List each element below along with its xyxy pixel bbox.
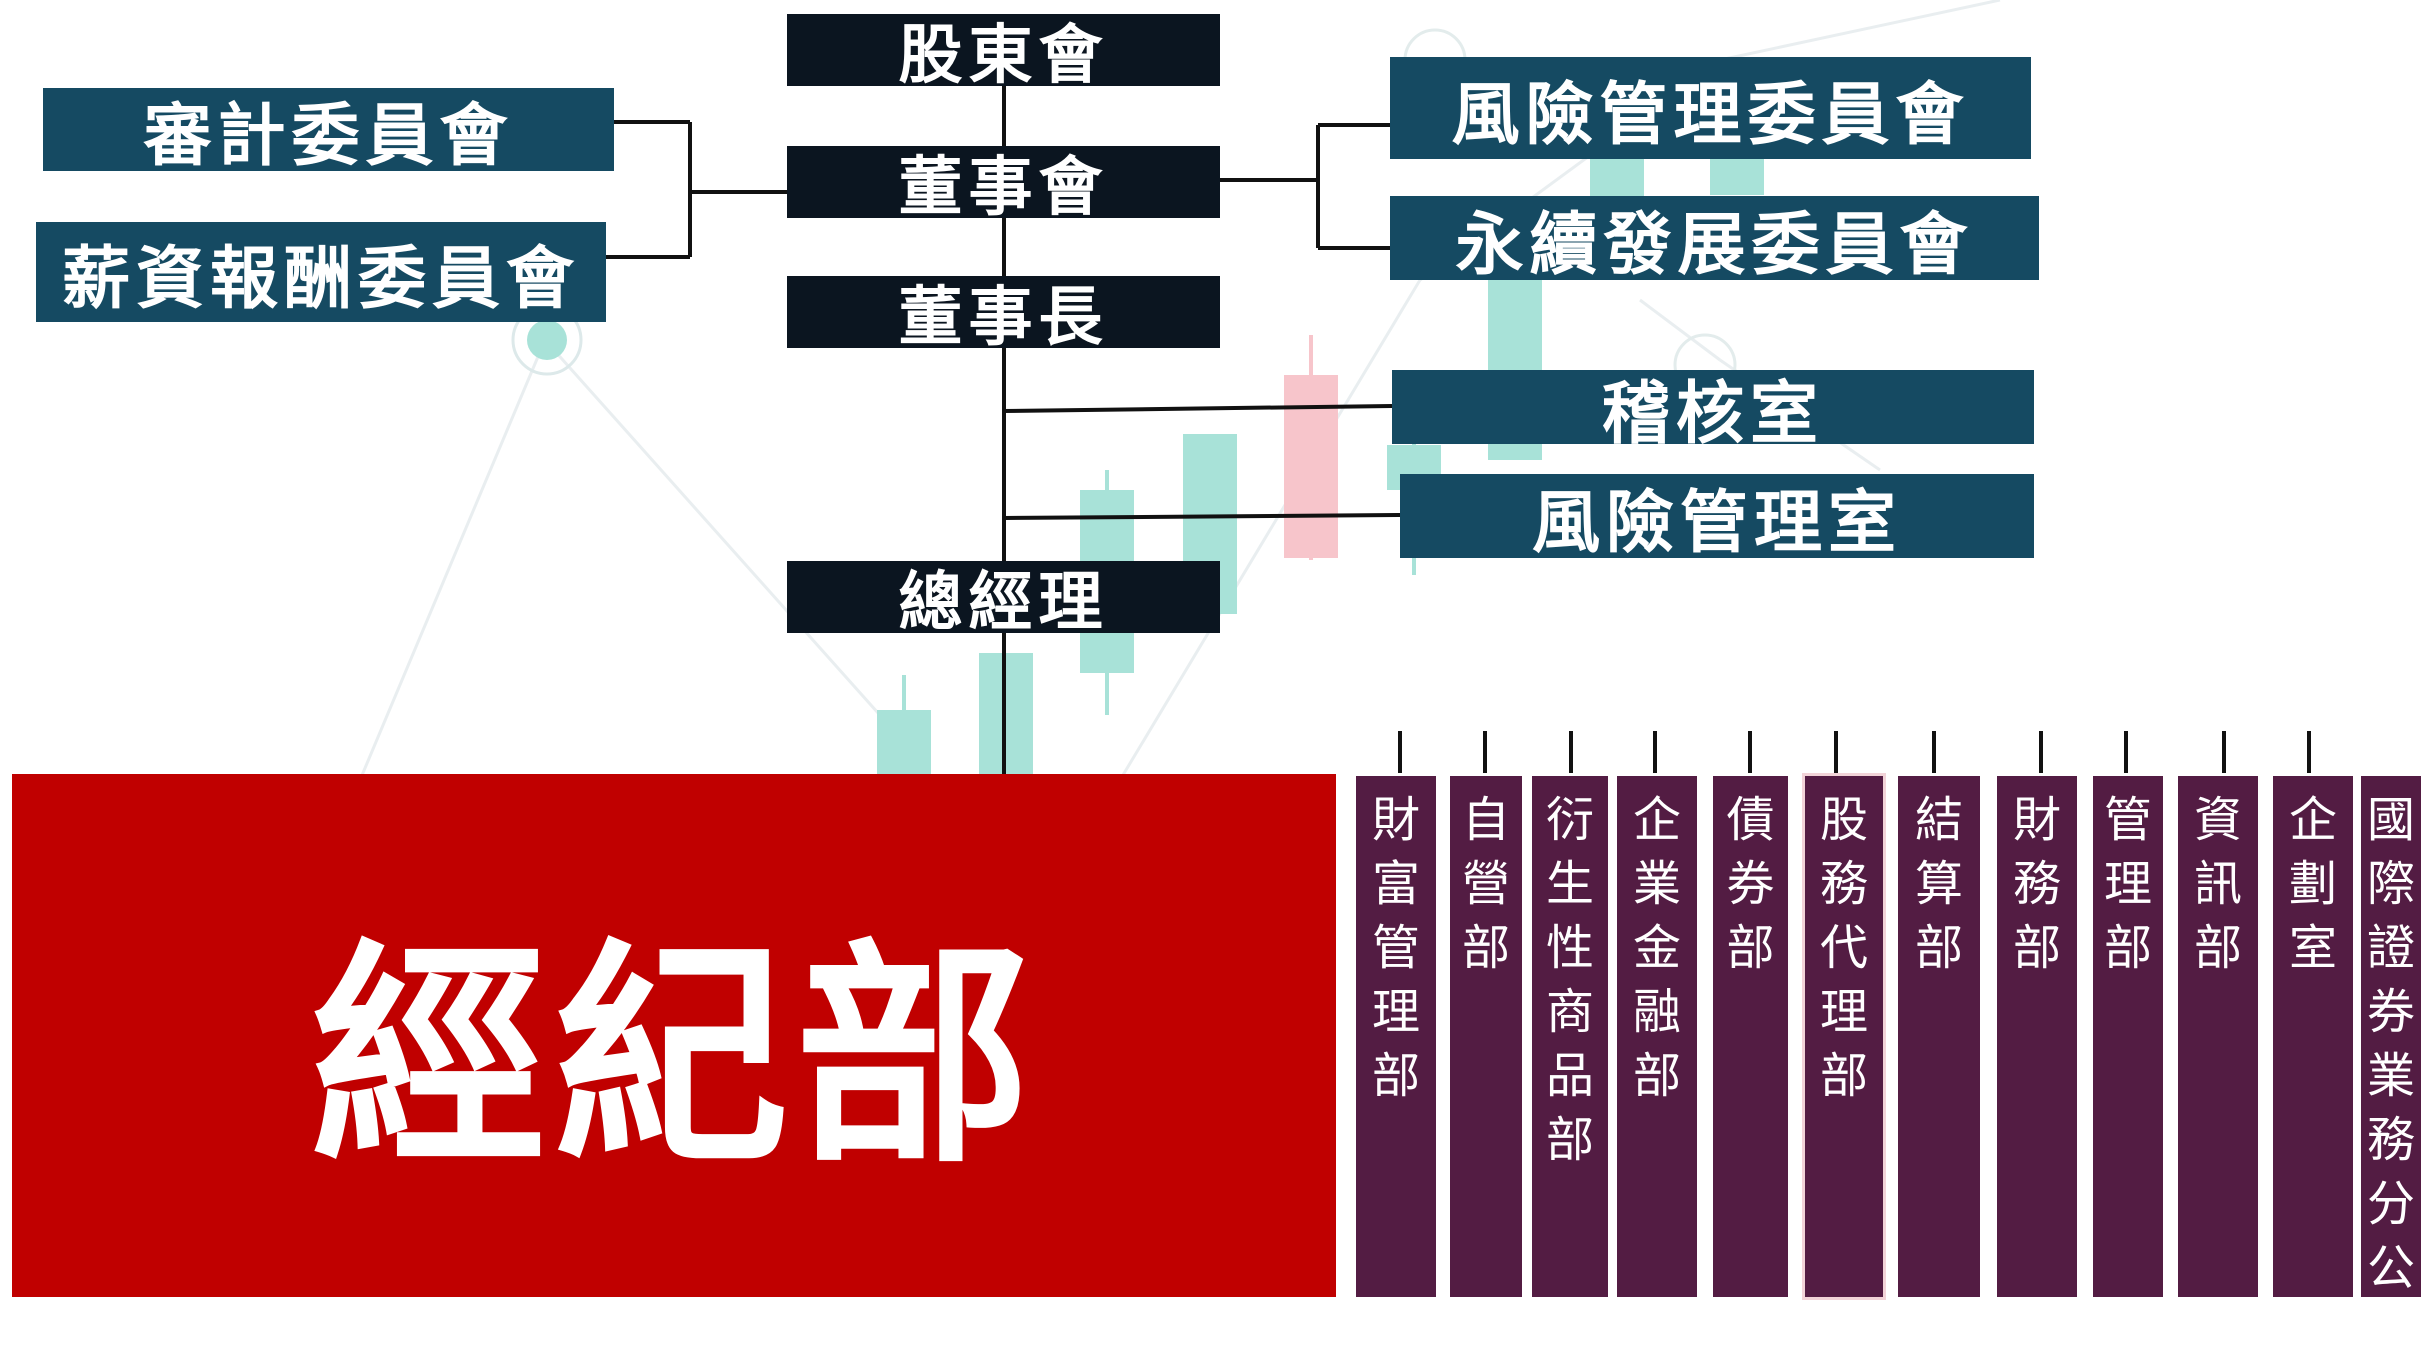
- risk-management-office-box: 風險管理室: [1400, 474, 2034, 563]
- department-label-char: 財: [1371, 792, 1420, 848]
- department-label-char: 分: [2366, 1176, 2415, 1232]
- internal-audit-office-box: 稽核室: [1392, 370, 2034, 454]
- department-label-char: 代: [1819, 920, 1868, 976]
- department-label-char: 部: [2103, 920, 2152, 976]
- department-label-char: 算: [1914, 856, 1963, 912]
- department-label-char: 結: [1914, 792, 1963, 848]
- department-column: 企業金融部: [1617, 776, 1697, 1297]
- department-label-char: 劃: [2288, 856, 2337, 912]
- department-label-char: 部: [1819, 1048, 1868, 1104]
- department-label-char: 券: [2366, 984, 2415, 1040]
- audit-office-connector: [1003, 404, 1393, 413]
- department-label-char: 管: [2103, 792, 2152, 848]
- department-label-char: 衍: [1545, 792, 1594, 848]
- dept-tick: [1569, 731, 1573, 773]
- department-label-char: 品: [1545, 1048, 1594, 1104]
- sustainability-committee-box: 永續發展委員會: [1390, 196, 2039, 285]
- department-label-char: 部: [2193, 920, 2242, 976]
- department-column: 股務代理部: [1805, 776, 1883, 1297]
- department-label-char: 融: [1632, 984, 1681, 1040]
- dept-tick: [1932, 731, 1936, 773]
- department-label-char: 公: [2366, 1240, 2415, 1296]
- department-label-char: 債: [1726, 792, 1775, 848]
- dept-tick: [1834, 731, 1838, 773]
- risk-office-connector: [1003, 513, 1401, 520]
- department-label-char: 生: [1545, 856, 1594, 912]
- department-label-char: 自: [1461, 792, 1510, 848]
- department-label-char: 金: [1632, 920, 1681, 976]
- department-label-char: 業: [1632, 856, 1681, 912]
- board-of-directors-box: 董事會: [787, 146, 1220, 225]
- department-label-char: 國: [2366, 792, 2415, 848]
- department-column: 財務部: [1997, 776, 2077, 1297]
- department-label-char: 室: [2288, 920, 2337, 976]
- department-label-char: 部: [1461, 920, 1510, 976]
- department-label-char: 部: [1632, 1048, 1681, 1104]
- department-column: 衍生性商品部: [1532, 776, 1608, 1297]
- department-label-char: 部: [1371, 1048, 1420, 1104]
- department-label-char: 性: [1545, 920, 1594, 976]
- chairman-box: 董事長: [787, 276, 1220, 355]
- dept-tick: [1483, 731, 1487, 773]
- shareholders-meeting-box: 股東會: [787, 14, 1220, 93]
- department-label-char: 部: [1914, 920, 1963, 976]
- department-label-char: 理: [1819, 984, 1868, 1040]
- dept-tick: [2039, 731, 2043, 773]
- brokerage-department-box: 經紀部: [12, 774, 1336, 1297]
- risk-management-committee-box: 風險管理委員會: [1390, 57, 2031, 159]
- department-label-char: 部: [1545, 1112, 1594, 1168]
- department-label-char: 商: [1545, 984, 1594, 1040]
- department-column: 債券部: [1713, 776, 1788, 1297]
- department-label-char: 務: [2366, 1112, 2415, 1168]
- remuneration-committee-box: 薪資報酬委員會: [36, 222, 606, 322]
- dept-tick: [1748, 731, 1752, 773]
- department-label-char: 證: [2366, 920, 2415, 976]
- general-manager-box: 總經理: [787, 561, 1220, 640]
- department-label-char: 企: [2288, 792, 2337, 848]
- department-column: 自營部: [1450, 776, 1522, 1297]
- department-label-char: 務: [2012, 856, 2061, 912]
- department-column: 資訊部: [2178, 776, 2258, 1297]
- department-column: 企劃室: [2273, 776, 2353, 1297]
- department-column: 管理部: [2093, 776, 2163, 1297]
- department-label-char: 券: [1726, 856, 1775, 912]
- department-label-char: 部: [2012, 920, 2061, 976]
- audit-committee-box: 審計委員會: [43, 88, 614, 176]
- department-label-char: 營: [1461, 856, 1510, 912]
- dept-tick: [1398, 731, 1402, 773]
- department-label-char: 富: [1371, 856, 1420, 912]
- dept-tick: [2124, 731, 2128, 773]
- department-label-char: 理: [1371, 984, 1420, 1040]
- dept-tick: [1653, 731, 1657, 773]
- department-label-char: 司: [2366, 1304, 2415, 1360]
- department-label-char: 企: [1632, 792, 1681, 848]
- department-label-char: 管: [1371, 920, 1420, 976]
- department-label-char: 部: [1726, 920, 1775, 976]
- department-label-char: 業: [2366, 1048, 2415, 1104]
- department-label-char: 理: [2103, 856, 2152, 912]
- department-column: 國際證券業務分公司: [2361, 776, 2421, 1360]
- department-label-char: 股: [1819, 792, 1868, 848]
- department-label-char: 資: [2193, 792, 2242, 848]
- dept-tick: [2307, 731, 2311, 773]
- department-label-char: 訊: [2193, 856, 2242, 912]
- department-label-char: 財: [2012, 792, 2061, 848]
- department-column: 財富管理部: [1356, 776, 1436, 1297]
- dept-tick: [2222, 731, 2226, 773]
- department-label-char: 際: [2366, 856, 2415, 912]
- department-label-char: 務: [1819, 856, 1868, 912]
- department-column: 結算部: [1898, 776, 1980, 1297]
